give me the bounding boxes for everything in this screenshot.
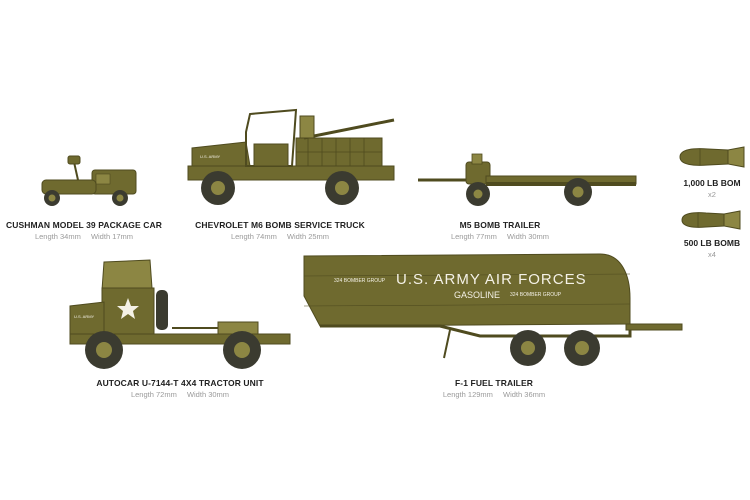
m5-title: M5 BOMB TRAILER bbox=[459, 220, 541, 230]
fueltrailer-length: Length 129mm bbox=[442, 390, 493, 399]
tractor-hood-marking: U.S. ARMY bbox=[74, 314, 95, 319]
f1-fuel-trailer-drawing: U.S. ARMY AIR FORCES 324 BOMBER GROUP GA… bbox=[300, 246, 690, 372]
fueltrailer-dimensions: Length 129mm Width 36mm bbox=[424, 390, 564, 399]
cushman-length: Length 34mm bbox=[34, 232, 81, 241]
truck-hood-marking: U.S. ARMY bbox=[200, 154, 221, 159]
500lb-bomb-title: 500 LB BOMB bbox=[683, 238, 741, 248]
chevrolet-caption: CHEVROLET M6 BOMB SERVICE TRUCK Length 7… bbox=[190, 220, 370, 241]
fueltrailer-caption: F-1 FUEL TRAILER Length 129mm Width 36mm bbox=[424, 378, 564, 399]
m5-caption: M5 BOMB TRAILER Length 77mm Width 30mm bbox=[440, 220, 560, 241]
m5-length: Length 77mm bbox=[450, 232, 497, 241]
cushman-title: CUSHMAN MODEL 39 PACKAGE CAR bbox=[6, 220, 162, 230]
star-insignia-icon bbox=[117, 298, 139, 319]
1000lb-bomb-caption: 1,000 LB BOM x2 bbox=[668, 178, 750, 199]
500lb-bomb-caption: 500 LB BOMB x4 bbox=[668, 238, 750, 259]
autocar-width: Width 30mm bbox=[186, 390, 230, 399]
chevrolet-bomb-truck-drawing: U.S. ARMY bbox=[184, 108, 404, 208]
tanker-left-marking: 324 BOMBER GROUP bbox=[334, 278, 386, 284]
cushman-width: Width 17mm bbox=[90, 232, 134, 241]
cushman-caption: CUSHMAN MODEL 39 PACKAGE CAR Length 34mm… bbox=[4, 220, 164, 241]
autocar-tractor-drawing: U.S. ARMY bbox=[68, 258, 298, 372]
chevrolet-title: CHEVROLET M6 BOMB SERVICE TRUCK bbox=[195, 220, 365, 230]
1000lb-bomb-drawing bbox=[676, 146, 748, 168]
tanker-main-marking: U.S. ARMY AIR FORCES bbox=[396, 271, 587, 288]
cushman-dimensions: Length 34mm Width 17mm bbox=[4, 232, 164, 241]
autocar-length: Length 72mm bbox=[130, 390, 177, 399]
chevrolet-width: Width 25mm bbox=[286, 232, 330, 241]
1000lb-bomb-count: x2 bbox=[708, 190, 716, 199]
500lb-bomb-drawing bbox=[678, 210, 744, 230]
m5-width: Width 30mm bbox=[506, 232, 550, 241]
chevrolet-dimensions: Length 74mm Width 25mm bbox=[190, 232, 370, 241]
tanker-right-marking: 324 BOMBER GROUP bbox=[510, 292, 562, 298]
m5-dimensions: Length 77mm Width 30mm bbox=[440, 232, 560, 241]
autocar-dimensions: Length 72mm Width 30mm bbox=[80, 390, 280, 399]
1000lb-bomb-title: 1,000 LB BOM bbox=[683, 178, 741, 188]
chevrolet-length: Length 74mm bbox=[230, 232, 277, 241]
500lb-bomb-count: x4 bbox=[708, 250, 716, 259]
autocar-caption: AUTOCAR U-7144-T 4X4 TRACTOR UNIT Length… bbox=[80, 378, 280, 399]
cushman-package-car-drawing bbox=[36, 150, 146, 210]
autocar-title: AUTOCAR U-7144-T 4X4 TRACTOR UNIT bbox=[96, 378, 264, 388]
fueltrailer-width: Width 36mm bbox=[503, 390, 546, 399]
m5-bomb-trailer-drawing bbox=[416, 152, 641, 210]
tanker-gasoline-marking: GASOLINE bbox=[454, 290, 500, 300]
fueltrailer-title: F-1 FUEL TRAILER bbox=[455, 378, 533, 388]
